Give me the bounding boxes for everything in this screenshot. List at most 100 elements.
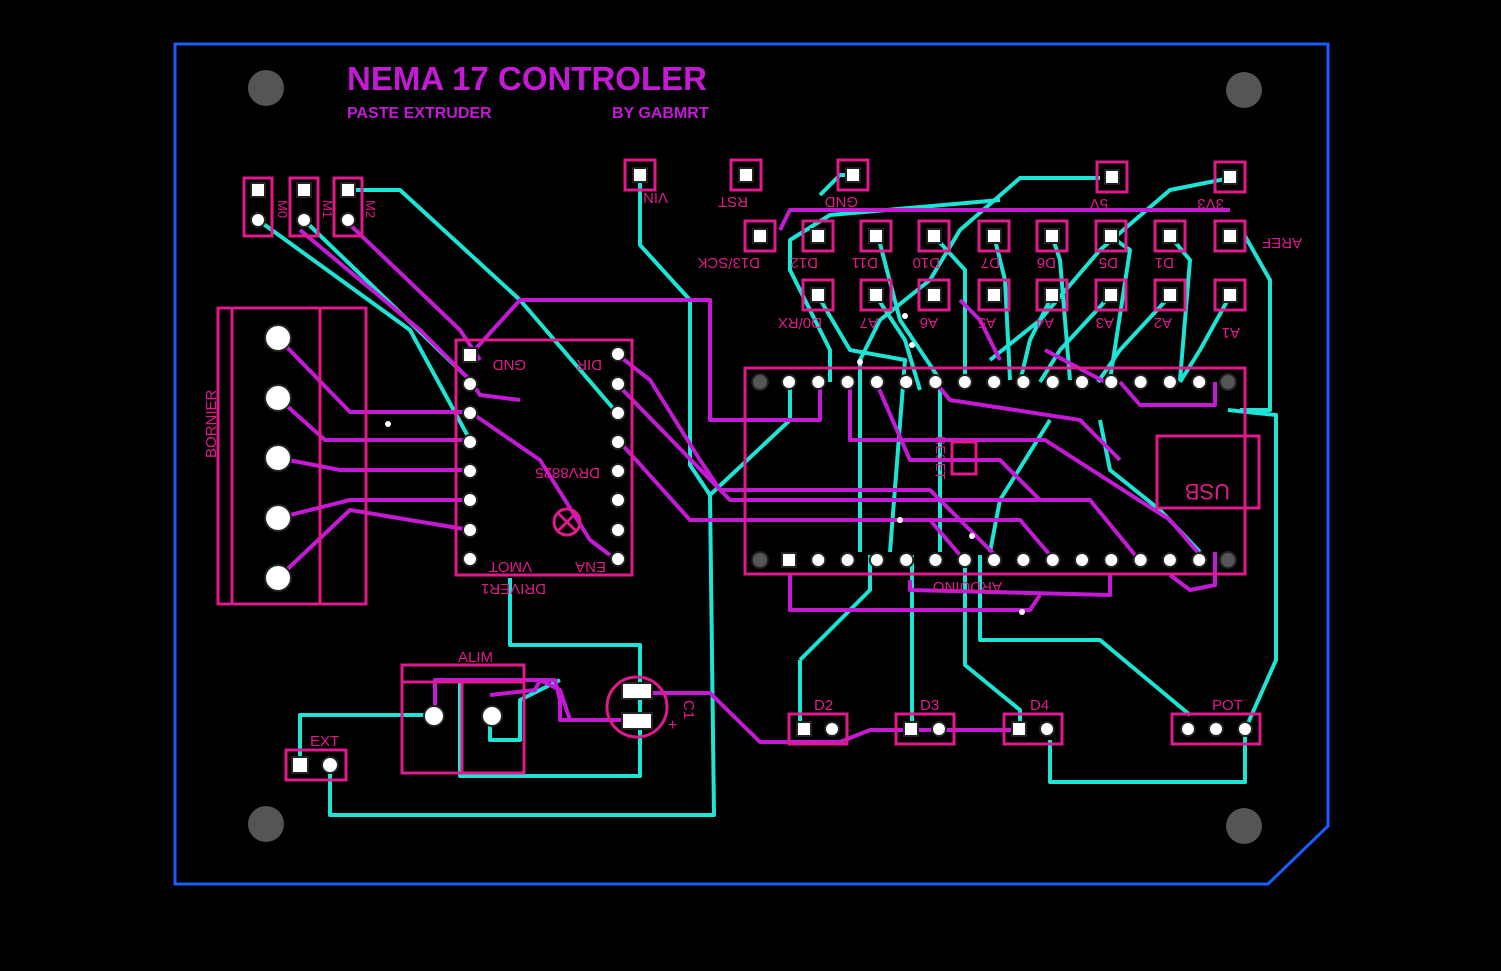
arduino-pin-pad [1161,374,1178,390]
label-a4: A4 [1036,314,1054,331]
label-d7: D7 [981,254,1000,271]
board-author: BY GABMRT [612,105,709,122]
vias [385,313,1025,615]
arduino-pin-pad [927,374,944,390]
label-driver-dir: DIR [576,356,602,373]
label-d4: D4 [1030,697,1049,714]
label-d11: D11 [852,254,878,271]
connector-pin-pad [1104,169,1120,185]
label-alim: ALIM [458,649,493,666]
connector-pin-pad [810,287,826,303]
arduino-pin-pad [1191,374,1208,390]
label-driver-vmot: VMOT [489,558,532,575]
top-copper-traces [276,208,1230,744]
connector-pin-pad [1044,228,1060,244]
label-m0: M0 [275,200,290,218]
label-aref: AREF [1262,234,1302,251]
connector-pin-pad [1222,287,1238,303]
label-m2: M2 [363,200,378,218]
arduino-pin-pad [810,552,827,568]
label-driver-name: DRV8825 [535,464,600,481]
arduino-pin-pad [956,374,973,390]
label-vin: VIN [643,189,668,206]
label-d13: D13/SCK [697,254,760,271]
label-5v: 5V [1090,195,1108,212]
arduino-pin-pad [898,552,915,568]
arduino-pin-pad [1044,552,1061,568]
connector-pin-pad [926,287,942,303]
pads [250,182,1253,774]
label-d5: D5 [1099,254,1118,271]
connector-pin-pad [845,167,861,183]
label-a6: A6 [920,314,938,331]
arduino-pin-pad [1191,552,1208,568]
mounting-holes [248,70,1262,844]
connector-pin-pad [1162,228,1178,244]
label-a2: A2 [1154,314,1172,331]
label-driver-gnd: GND [493,356,527,373]
arduino-pin-pad [927,552,944,568]
connector-pin-pad [752,228,768,244]
arduino-pin-pad [781,552,797,568]
label-a1: A1 [1222,324,1240,341]
arduino-header-pads [781,374,1208,568]
connector-pin-pad [1103,287,1119,303]
arduino-pin-pad [810,374,827,390]
connector-pads [632,167,1238,303]
label-d1: D1 [1155,254,1174,271]
label-arduino: ARDUINO [933,578,1002,595]
label-d12: D12 [790,254,818,271]
label-3v3: 3V3 [1197,195,1224,212]
arduino-pin-pad [1074,374,1090,390]
connector-pin-pad [1103,228,1119,244]
connector-pin-pad [738,167,754,183]
label-driver-ena: ENA [575,558,606,575]
connector-pin-pad [986,287,1002,303]
connector-pin-pad [868,228,884,244]
label-a7: A7 [860,314,878,331]
arduino-pin-pad [1132,552,1149,568]
arduino-pin-pad [781,374,797,390]
arduino-pin-pad [986,374,1003,390]
connector-pin-pad [1222,169,1238,185]
arduino-pin-pad [868,552,885,568]
label-d3: D3 [920,697,939,714]
arduino-pin-pad [839,374,856,390]
label-usb: USB [1185,479,1230,504]
arduino-pin-pad [1161,552,1178,568]
arduino-pin-pad [1015,552,1032,568]
connector-pin-pad [810,228,826,244]
arduino-pin-pad [1074,552,1090,568]
label-m1: M1 [320,200,335,218]
label-d2: D2 [814,697,833,714]
label-ext: EXT [310,733,339,750]
arduino-pin-pad [1103,552,1120,568]
label-c1: C1 [680,700,697,719]
arduino-pin-pad [956,552,973,568]
label-bornier: BORNIER [203,389,220,458]
connector-pin-pad [1162,287,1178,303]
arduino-pin-pad [1015,374,1032,390]
arduino-pin-pad [1103,374,1120,390]
label-rst: RST [718,193,748,210]
arduino-pin-pad [839,552,856,568]
board-title: NEMA 17 CONTROLER [347,60,707,97]
arduino-pin-pad [868,374,885,390]
arduino-pin-pad [1044,374,1061,390]
label-d10: D10 [912,254,940,271]
silkscreen [216,158,1262,782]
label-d0: D0/RX [778,314,822,331]
board-subtitle: PASTE EXTRUDER [347,105,492,122]
connector-pin-pad [926,228,942,244]
label-reset: RESET [933,436,948,479]
label-gnd: GND [825,193,859,210]
label-a3: A3 [1096,314,1114,331]
connector-pin-pad [1222,228,1238,244]
label-a5: A5 [978,314,996,331]
label-d6: D6 [1037,254,1056,271]
label-pot: POT [1212,697,1243,714]
connector-pin-pad [632,167,648,183]
capacitor-plus: + [668,717,677,734]
label-driver1: DRIVER1 [481,580,546,597]
